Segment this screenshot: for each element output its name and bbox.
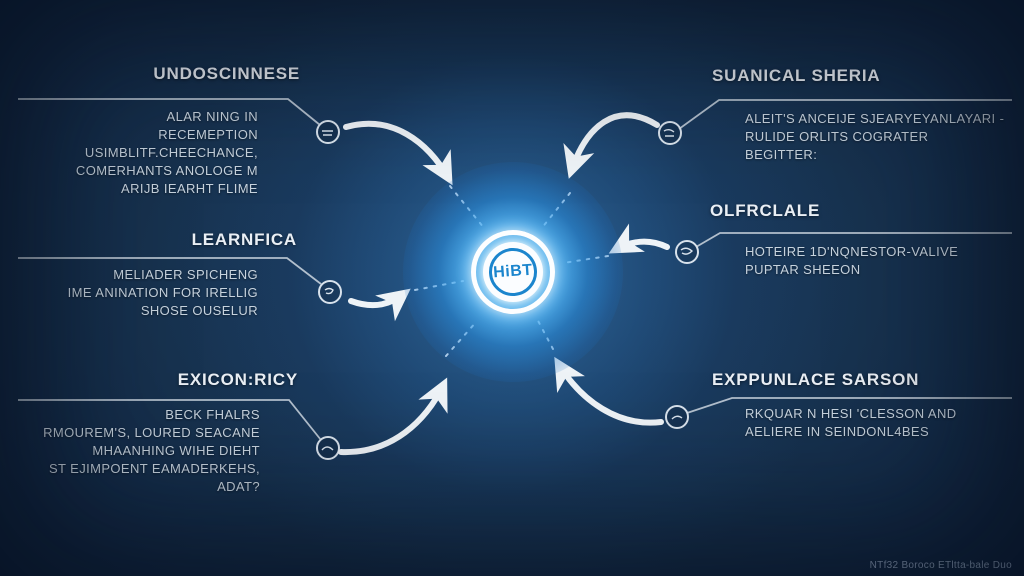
node-glyph-icon: [322, 130, 333, 136]
block-body-mid-right: HOTEIRE 1D'NQNESTOR-VALIVE PUPTAR SHEEON: [745, 244, 959, 277]
node-circle-bottom-right: [665, 405, 689, 429]
node-circle-top-right: [658, 121, 682, 145]
node-glyph-icon: [680, 247, 694, 255]
block-title-top-left: UNDOSCINNESE: [153, 64, 300, 83]
leader-line-top-left: [18, 98, 321, 126]
node-glyph-icon: [671, 415, 683, 420]
block-title-mid-right: OLFRCLALE: [710, 201, 821, 220]
watermark-text: NTf32 Boroco ETltta-bale Duo: [869, 560, 1012, 571]
node-circle-mid-right: [675, 240, 699, 264]
leader-line-bottom-left: [18, 399, 322, 441]
logo-inner-ring: HiBT: [487, 246, 539, 298]
block-body-top-left: ALAR NING IN RECEMEPTION USIMBLITF.CHEEC…: [75, 109, 258, 196]
leader-line-top-right: [678, 99, 1012, 130]
leader-line-mid-right: [695, 232, 1012, 248]
leader-line-mid-left: [18, 257, 322, 285]
logo-disc: HiBT: [483, 242, 543, 302]
block-title-mid-left: LEARNFICA: [191, 230, 297, 249]
arrow-bottom-right: [554, 356, 664, 426]
node-glyph-icon: [663, 129, 675, 137]
arrow-bottom-left: [338, 377, 448, 456]
arrow-top-right: [563, 112, 660, 179]
block-body-top-right: ALEIT'S ANCEIJE SJEARYEYANLAYARI - RULID…: [745, 111, 1005, 162]
logo-text: HiBT: [492, 261, 534, 282]
arrow-top-left: [343, 120, 453, 186]
block-body-bottom-right: RKQUAR N HESI 'CLESSON AND AELIERE IN SE…: [745, 406, 957, 439]
node-glyph-icon: [321, 446, 334, 451]
node-circle-mid-left: [318, 280, 342, 304]
leader-line-bottom-right: [686, 397, 1012, 414]
block-body-bottom-left: BECK FHALRS RMOUREM'S, LOURED SEACANE MH…: [43, 407, 260, 494]
center-logo: HiBT: [471, 230, 555, 314]
node-glyph-icon: [324, 287, 334, 295]
block-title-bottom-right: EXPPUNLACE SARSON: [712, 370, 920, 389]
block-body-mid-left: MELIADER SPICHENG IME ANINATION FOR IREL…: [67, 267, 258, 318]
arrow-mid-left: [348, 288, 411, 322]
block-title-bottom-left: EXICON:RICY: [177, 370, 298, 389]
node-circle-bottom-left: [316, 436, 340, 460]
arrow-mid-right: [608, 223, 670, 254]
block-title-top-right: SUANICAL SHERIA: [712, 66, 881, 85]
node-circle-top-left: [316, 120, 340, 144]
